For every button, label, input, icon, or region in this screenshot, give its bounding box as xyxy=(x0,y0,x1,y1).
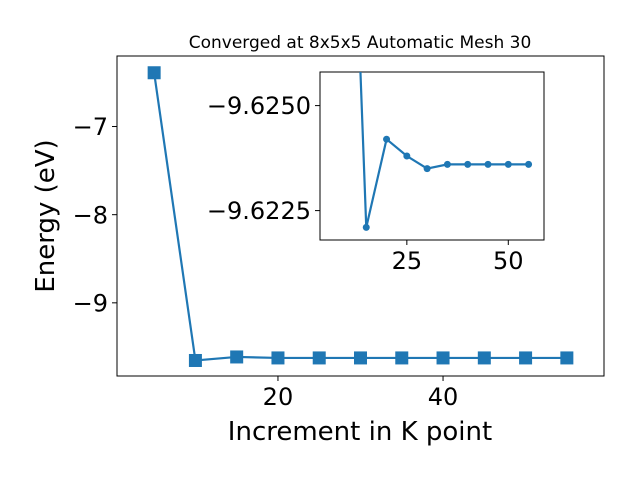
main-plot-frame xyxy=(116,55,605,377)
inset-data-point xyxy=(484,160,492,168)
main-series xyxy=(147,66,574,367)
x-axis-label: Increment in K point xyxy=(228,417,492,447)
main-data-point xyxy=(312,351,326,365)
inset-data-point xyxy=(504,160,512,168)
main-data-point xyxy=(436,351,450,365)
inset-data-point xyxy=(443,160,451,168)
inset-x-tick-label: 25 xyxy=(392,247,423,275)
inset-data-point xyxy=(464,160,472,168)
inset-data-point xyxy=(525,160,533,168)
inset-x-ticks: 25 50 xyxy=(392,240,524,275)
y-axis-label: Energy (eV) xyxy=(31,139,61,292)
inset-series xyxy=(359,72,533,231)
main-y-tick-label: −9 xyxy=(73,289,108,317)
main-y-tick-label: −8 xyxy=(73,201,108,229)
inset-data-point xyxy=(423,165,431,173)
main-data-point xyxy=(519,351,533,365)
inset-plot-frame xyxy=(319,71,545,241)
main-x-tick-label: 20 xyxy=(263,383,294,411)
inset-y-tick-label: −9.6250 xyxy=(207,92,311,120)
main-data-point xyxy=(271,351,285,365)
main-data-point xyxy=(477,351,491,365)
inset-x-tick-label: 50 xyxy=(493,247,524,275)
inset-data-point xyxy=(403,152,411,160)
inset-series-line xyxy=(359,72,529,228)
chart-title: Converged at 8x5x5 Automatic Mesh 30 xyxy=(189,33,532,53)
main-data-point xyxy=(560,351,574,365)
inset-y-tick-label: −9.6225 xyxy=(207,197,311,225)
inset-data-point xyxy=(362,223,370,231)
main-x-tick-label: 40 xyxy=(428,383,459,411)
main-y-ticks: −9 −8 −7 xyxy=(73,113,117,317)
inset-background xyxy=(320,72,544,240)
inset-data-point xyxy=(383,135,391,143)
main-data-point xyxy=(230,350,244,364)
main-y-tick-label: −7 xyxy=(73,113,108,141)
inset-y-ticks: −9.6225 −9.6250 xyxy=(207,92,320,225)
main-data-point xyxy=(354,351,367,365)
main-data-point xyxy=(395,351,409,365)
main-data-point xyxy=(147,66,161,80)
main-data-point xyxy=(188,353,202,367)
inset-chart: 25 50 −9.6225 −9.6250 xyxy=(207,71,545,275)
